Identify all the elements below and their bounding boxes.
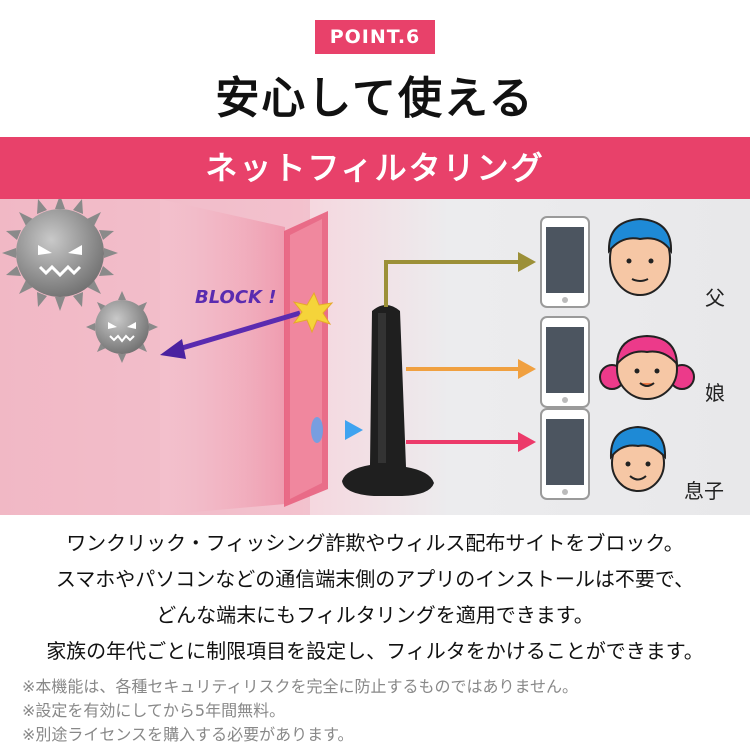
router-device-icon bbox=[342, 305, 434, 496]
daughter-face-icon bbox=[599, 334, 695, 400]
footnote: ※本機能は、各種セキュリティリスクを完全に防止するものではありません。 bbox=[22, 677, 578, 696]
smartphone-icon bbox=[540, 316, 590, 408]
smartphone-icon bbox=[540, 408, 590, 500]
description-line: ワンクリック・フィッシング詐欺やウィルス配布サイトをブロック。 bbox=[66, 531, 684, 555]
block-burst-icon bbox=[292, 291, 334, 334]
description-line: どんな端末にもフィルタリングを適用できます。 bbox=[156, 603, 594, 627]
person-label-son: 息子 bbox=[684, 479, 724, 503]
son-face-icon bbox=[609, 425, 667, 492]
footnote: ※別途ライセンスを購入する必要があります。 bbox=[22, 725, 354, 744]
output-line-father bbox=[384, 260, 520, 307]
headline: 安心して使える bbox=[215, 73, 535, 124]
band-title: ネットフィルタリング bbox=[205, 149, 545, 187]
description-line: スマホやパソコンなどの通信端末側のアプリのインストールは不要で、 bbox=[55, 567, 695, 591]
traffic-arrowhead bbox=[345, 420, 363, 440]
blocked-arrow bbox=[171, 310, 301, 354]
smartphone-icon bbox=[540, 216, 590, 308]
person-label-daughter: 娘 bbox=[705, 381, 725, 405]
footnote: ※設定を有効にしてから5年間無料。 bbox=[22, 701, 286, 720]
virus-icon bbox=[2, 195, 118, 311]
block-label: BLOCK ! bbox=[195, 287, 276, 308]
father-face-icon bbox=[607, 217, 673, 296]
point-badge: POINT.6 bbox=[315, 20, 435, 54]
description-line: 家族の年代ごとに制限項目を設定し、フィルタをかけることができます。 bbox=[46, 639, 704, 663]
filtering-illustration: BLOCK ! bbox=[0, 195, 750, 515]
person-label-father: 父 bbox=[705, 286, 725, 310]
filter-wall-shadow bbox=[160, 199, 285, 515]
title-band: ネットフィルタリング bbox=[0, 137, 750, 199]
virus-icon bbox=[86, 291, 158, 363]
blocked-arrowhead bbox=[160, 339, 186, 359]
